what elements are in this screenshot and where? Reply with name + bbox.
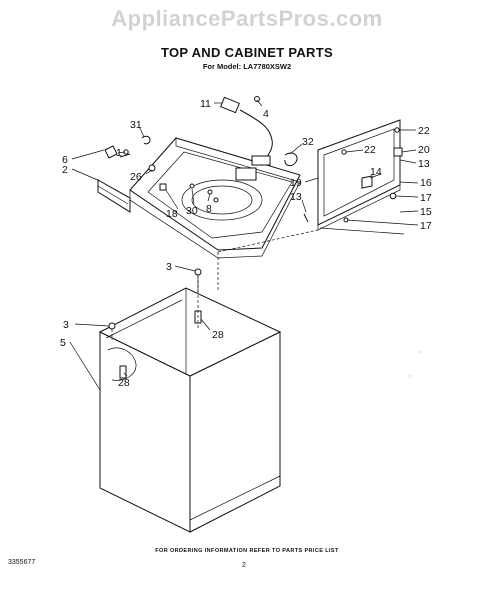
callout-label: 30	[186, 205, 198, 217]
cabinet	[98, 268, 282, 533]
callout-label: 5	[60, 337, 66, 349]
callout-label: 16	[420, 177, 432, 189]
callout-label: 1	[116, 147, 122, 159]
callout-label: 28	[118, 377, 130, 389]
callout-label: 3	[63, 319, 69, 331]
leader-lines	[69, 99, 419, 391]
alignment-lines	[111, 229, 319, 340]
callout-label: 14	[370, 166, 382, 178]
callout-label: 2	[62, 164, 68, 176]
callout-label: 20	[418, 144, 430, 156]
page-number: 2	[242, 562, 246, 569]
callout-label: 3	[166, 261, 172, 273]
callout-label: 17	[420, 192, 432, 204]
callout-label: 8	[206, 203, 212, 215]
callout-label: 19	[290, 177, 302, 189]
callout-label: 4	[263, 108, 269, 120]
control-console	[97, 179, 131, 213]
callout-label: 6	[62, 154, 68, 166]
callout-label: 13	[418, 158, 430, 170]
callout-label: 22	[364, 144, 376, 156]
page-title: TOP AND CABINET PARTS	[161, 45, 333, 60]
lid	[317, 119, 405, 235]
watermark: AppliancePartsPros.com	[111, 6, 383, 31]
cabinet-top	[129, 137, 301, 259]
hardware-parts	[104, 127, 403, 223]
callout-label: 28	[212, 329, 224, 341]
callout-label: 15	[420, 206, 432, 218]
callout-label: 32	[302, 136, 314, 148]
document-number: 3355677	[8, 559, 36, 566]
callout-label: 22	[418, 125, 430, 137]
callout-label: 31	[130, 119, 142, 131]
callout-labels: 11 4 31 1 6 2 26 32 22 20 22 13 16 14 17…	[60, 98, 432, 389]
callout-label: 11	[200, 98, 211, 110]
callout-label: 26	[130, 171, 142, 183]
scan-specks	[408, 350, 422, 378]
ordering-note: FOR ORDERING INFORMATION REFER TO PARTS …	[155, 548, 339, 554]
model-number: For Model: LA7780XSW2	[202, 62, 292, 71]
callout-label: 18	[166, 208, 178, 220]
callout-label: 17	[420, 220, 432, 232]
lid-switch-harness	[220, 96, 298, 167]
callout-label: 13	[290, 191, 302, 203]
